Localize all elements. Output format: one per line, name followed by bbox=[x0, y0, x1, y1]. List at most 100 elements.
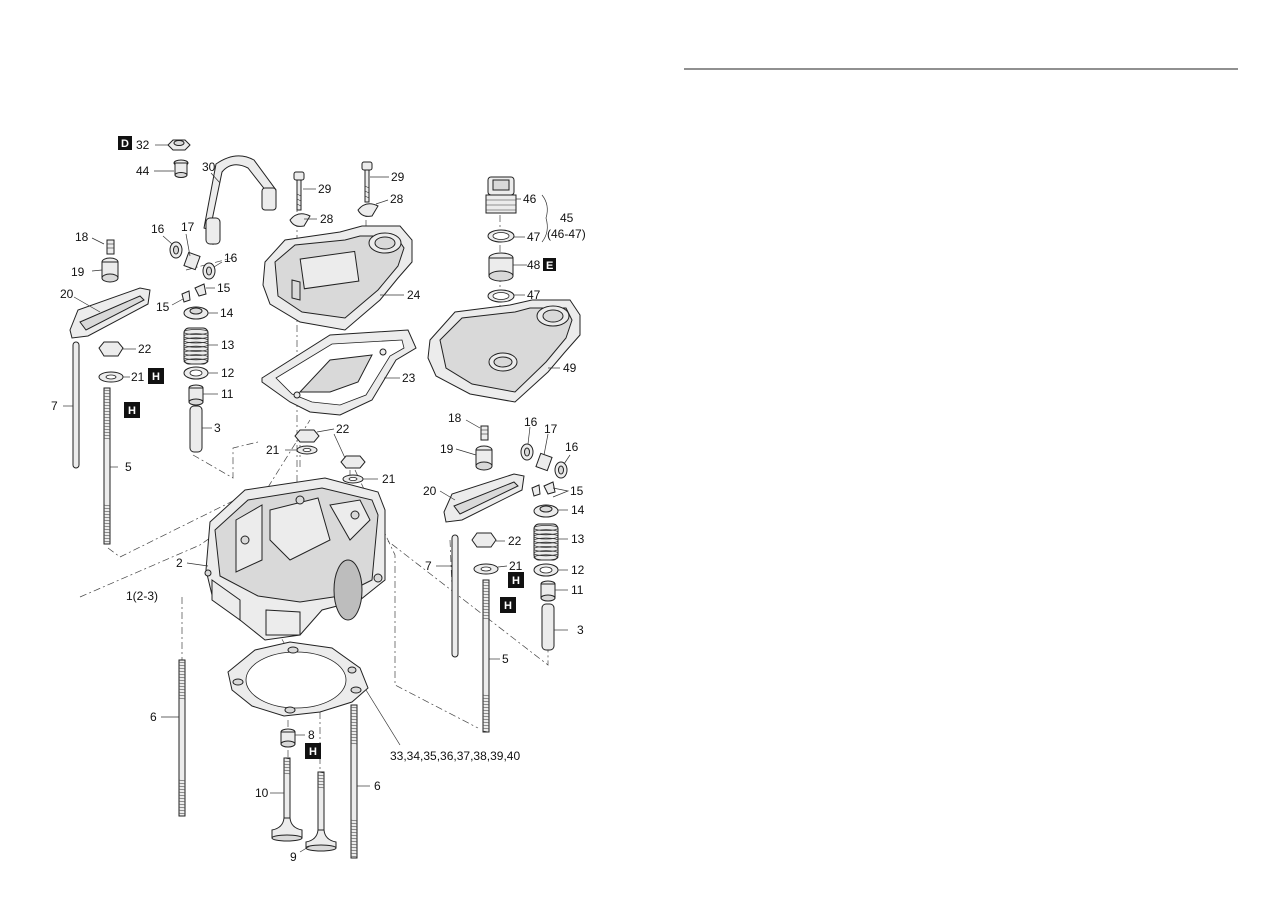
part-label: 32 bbox=[136, 138, 150, 152]
part-label: 7 bbox=[425, 559, 432, 573]
part-label: 19 bbox=[440, 442, 454, 456]
guide-3-right bbox=[541, 603, 555, 651]
part-label: 22 bbox=[336, 422, 350, 436]
part-label: 49 bbox=[563, 361, 577, 375]
guide-3-left bbox=[189, 405, 203, 453]
part-label: 15 bbox=[156, 300, 170, 314]
bolt-29-right bbox=[361, 161, 373, 203]
part-label: 2 bbox=[176, 556, 183, 570]
stud-5-left bbox=[103, 387, 111, 545]
washer-16-right-a bbox=[520, 443, 534, 461]
insert-8 bbox=[280, 728, 296, 748]
pin-17-left bbox=[183, 251, 201, 271]
part-label: 15 bbox=[570, 484, 584, 498]
nut-22-right bbox=[471, 532, 497, 548]
stud-18-right bbox=[480, 425, 489, 441]
nut-32 bbox=[167, 139, 191, 151]
part-label: 5 bbox=[125, 460, 132, 474]
part-label: 30 bbox=[202, 160, 216, 174]
washer-21-center-a bbox=[296, 445, 318, 455]
pushrod-7-right bbox=[451, 534, 459, 658]
part-label: 33,34,35,36,37,38,39,40 bbox=[390, 749, 520, 763]
washer-16-left-b bbox=[202, 262, 216, 280]
bolt-29-left bbox=[293, 171, 305, 211]
leader-lines bbox=[63, 144, 571, 853]
part-label: 6 bbox=[374, 779, 381, 793]
cap-44 bbox=[173, 159, 189, 178]
badge-d: D bbox=[121, 138, 129, 150]
washer-21-left bbox=[98, 371, 124, 383]
part-label: 21 bbox=[266, 443, 280, 457]
part-label: 17 bbox=[181, 220, 195, 234]
part-label: 21 bbox=[382, 472, 396, 486]
stud-6-left bbox=[178, 659, 186, 817]
part-label: 28 bbox=[320, 212, 334, 226]
part-label: 18 bbox=[448, 411, 462, 425]
stud-5-right bbox=[482, 579, 490, 733]
part-label: 44 bbox=[136, 164, 150, 178]
part-label: 5 bbox=[502, 652, 509, 666]
gasket-23 bbox=[261, 329, 417, 416]
part-label: 3 bbox=[577, 623, 584, 637]
spring-13-left bbox=[183, 327, 209, 365]
pin-17-right bbox=[535, 452, 553, 472]
seat-12-left bbox=[183, 366, 209, 380]
part-label: 48 bbox=[527, 258, 541, 272]
part-label: 11 bbox=[221, 387, 234, 401]
valve-cover-24 bbox=[262, 225, 413, 331]
part-label: 13 bbox=[571, 532, 585, 546]
valve-9 bbox=[305, 771, 337, 852]
ball-19-right bbox=[475, 445, 493, 471]
washer-16-right-b bbox=[554, 461, 568, 479]
part-label: (46-47) bbox=[547, 227, 586, 241]
part-label: 29 bbox=[391, 170, 405, 184]
ball-19-left bbox=[101, 257, 119, 283]
washer-16-left-a bbox=[169, 241, 183, 259]
part-label: 12 bbox=[571, 563, 585, 577]
part-label: 45 bbox=[560, 211, 574, 225]
part-label: 46 bbox=[523, 192, 537, 206]
part-label: 28 bbox=[390, 192, 404, 206]
part-label: 16 bbox=[224, 251, 238, 265]
badge-e: E bbox=[546, 260, 553, 272]
part-label: 6 bbox=[150, 710, 157, 724]
part-label: 20 bbox=[423, 484, 437, 498]
valve-cover-49 bbox=[427, 299, 581, 403]
nut-22-left bbox=[98, 341, 124, 357]
part-label: 7 bbox=[51, 399, 58, 413]
part-label: 16 bbox=[151, 222, 165, 236]
part-label: 13 bbox=[221, 338, 235, 352]
cylinder-head-2 bbox=[204, 477, 386, 641]
spring-13-right bbox=[533, 523, 559, 561]
head-gasket-33-40 bbox=[227, 641, 369, 717]
part-label: 22 bbox=[138, 342, 152, 356]
badge-h-4: H bbox=[504, 600, 512, 612]
rocker-arm-20-left bbox=[69, 287, 151, 339]
part-label: 10 bbox=[255, 786, 269, 800]
badge-h-5: H bbox=[309, 746, 317, 758]
part-label: 11 bbox=[571, 583, 584, 597]
part-label: 15 bbox=[217, 281, 231, 295]
part-label: 29 bbox=[318, 182, 332, 196]
part-label: 9 bbox=[290, 850, 297, 864]
part-label: 23 bbox=[402, 371, 416, 385]
valve-10 bbox=[271, 757, 303, 842]
part-label: 17 bbox=[544, 422, 558, 436]
adapter-48 bbox=[488, 252, 514, 282]
part-label: 47 bbox=[527, 230, 541, 244]
badges: D E H H H H H bbox=[118, 136, 556, 759]
collet-15-left-a bbox=[194, 283, 207, 297]
retainer-14-right bbox=[533, 504, 559, 518]
washer-28-left bbox=[289, 213, 311, 227]
oil-cap-46 bbox=[485, 176, 517, 214]
part-label: 47 bbox=[527, 288, 541, 302]
part-label: 16 bbox=[524, 415, 538, 429]
nut-22-center-b bbox=[340, 455, 366, 469]
collet-15-right-b bbox=[531, 484, 541, 497]
part-label: 20 bbox=[60, 287, 74, 301]
part-label: 21 bbox=[509, 559, 523, 573]
part-label: 14 bbox=[571, 503, 585, 517]
part-label: 24 bbox=[407, 288, 421, 302]
seal-11-left bbox=[188, 384, 204, 406]
